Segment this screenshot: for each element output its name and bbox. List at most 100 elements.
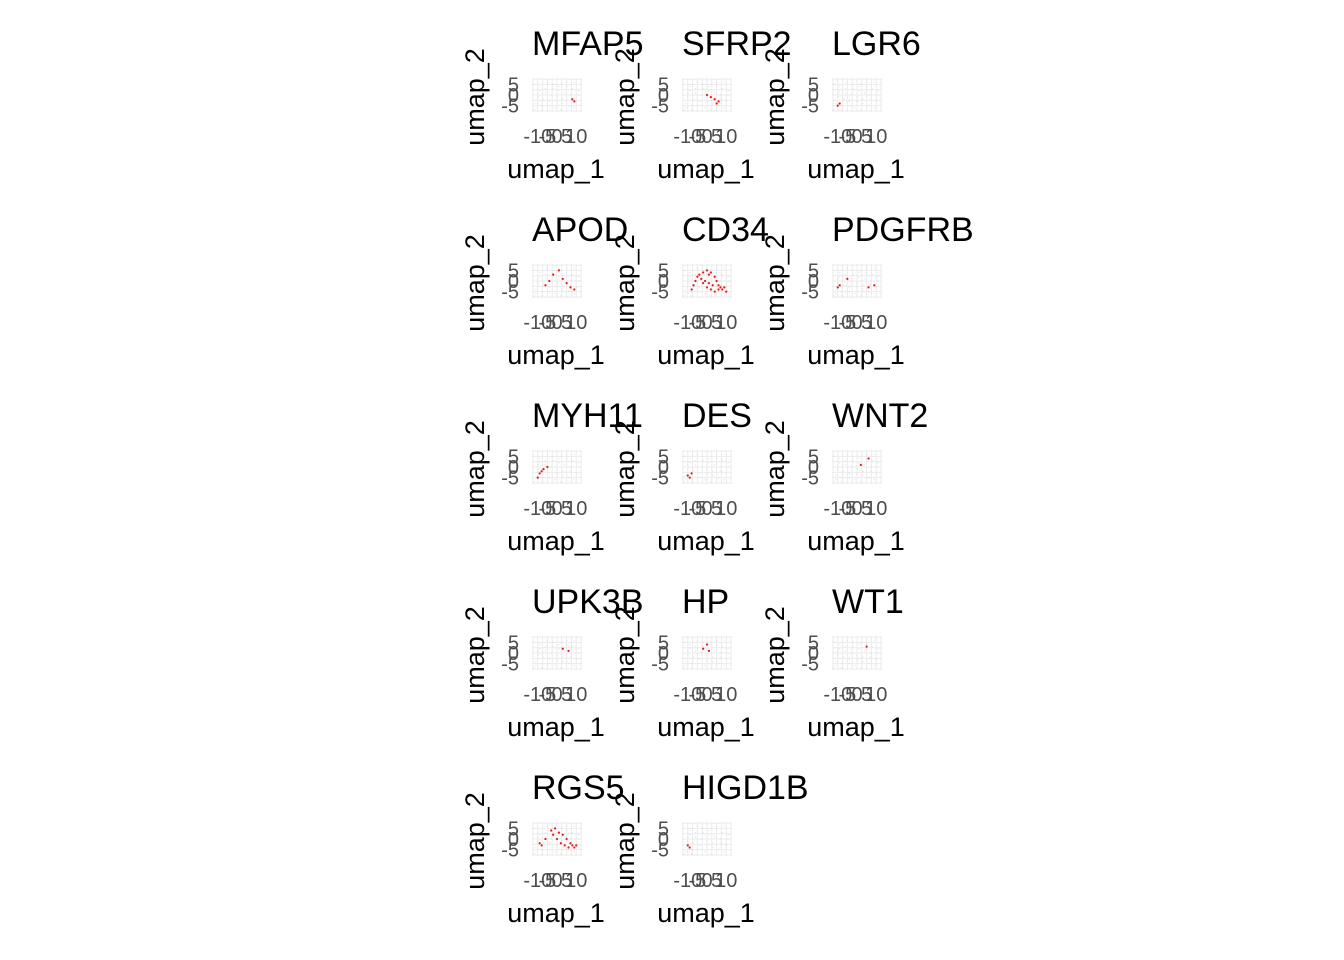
low-expression-point xyxy=(873,639,876,641)
low-expression-point xyxy=(573,453,576,455)
low-expression-point xyxy=(550,94,552,96)
low-expression-point xyxy=(723,825,726,827)
y-tick-label: 0 xyxy=(808,271,819,293)
low-expression-point xyxy=(538,271,541,274)
low-expression-point xyxy=(558,462,560,464)
low-expression-point xyxy=(696,453,699,455)
y-tick-label: -5 xyxy=(651,282,669,304)
low-expression-point xyxy=(858,457,860,460)
expression-point xyxy=(559,842,562,845)
low-expression-point xyxy=(838,85,841,88)
expression-point xyxy=(703,279,707,283)
low-expression-point xyxy=(556,840,558,842)
x-tick-label: 5 xyxy=(561,684,572,706)
low-expression-point xyxy=(567,848,570,851)
y-tick-label: -5 xyxy=(651,654,669,676)
x-tick-label: 5 xyxy=(861,312,872,334)
low-expression-point xyxy=(688,829,691,832)
y-axis-label: umap_2 xyxy=(760,48,790,146)
low-expression-point xyxy=(690,109,693,111)
low-expression-point xyxy=(562,660,564,663)
low-expression-point xyxy=(538,462,541,464)
y-tick-label: 5 xyxy=(808,632,819,654)
low-expression-point xyxy=(562,842,564,844)
x-tick-label: -5 xyxy=(538,870,556,892)
low-expression-point xyxy=(708,648,710,650)
low-expression-point xyxy=(569,838,572,840)
x-tick-label: -10 xyxy=(673,312,702,334)
low-expression-point xyxy=(569,652,572,654)
low-expression-point xyxy=(865,639,868,641)
low-expression-point xyxy=(848,290,851,293)
low-expression-point xyxy=(685,107,687,109)
low-expression-point xyxy=(873,107,876,109)
y-tick-label: -5 xyxy=(801,282,819,304)
low-expression-point xyxy=(869,94,872,96)
expression-point xyxy=(702,647,705,650)
low-expression-point xyxy=(573,81,576,83)
expression-point xyxy=(565,282,568,285)
low-expression-point xyxy=(712,98,714,100)
low-expression-point xyxy=(573,665,576,667)
x-tick-label: 0 xyxy=(551,312,562,334)
expression-point xyxy=(569,842,572,845)
low-expression-point xyxy=(858,648,860,650)
low-expression-point xyxy=(538,276,541,278)
low-expression-point xyxy=(573,479,576,481)
low-expression-point xyxy=(571,273,574,276)
panel-title: LGR6 xyxy=(832,25,921,63)
low-expression-point xyxy=(856,96,858,98)
expression-point xyxy=(548,279,551,283)
low-expression-point xyxy=(683,641,685,644)
low-expression-point xyxy=(865,457,868,460)
expression-point xyxy=(867,286,870,289)
y-axis-label: umap_2 xyxy=(760,606,790,704)
low-expression-point xyxy=(569,466,572,468)
low-expression-point xyxy=(715,639,718,641)
y-tick-label: 5 xyxy=(658,632,669,654)
x-tick-label: 10 xyxy=(865,312,887,334)
low-expression-point xyxy=(577,90,579,92)
low-expression-point xyxy=(873,665,876,667)
low-expression-point xyxy=(838,648,841,650)
low-expression-point xyxy=(712,656,714,658)
low-expression-point xyxy=(725,844,727,847)
low-expression-point xyxy=(833,109,835,111)
y-tick-label: 0 xyxy=(808,457,819,479)
low-expression-point xyxy=(723,665,726,667)
low-expression-point xyxy=(862,102,864,105)
expression-point xyxy=(694,279,697,283)
low-expression-point xyxy=(835,288,837,291)
expression-point xyxy=(550,829,553,832)
x-tick-label: -5 xyxy=(838,684,856,706)
y-tick-label: 5 xyxy=(658,74,669,96)
low-expression-point xyxy=(571,831,574,834)
low-expression-point xyxy=(550,466,552,468)
expression-point xyxy=(713,98,716,101)
expression-point xyxy=(836,104,839,107)
y-tick-label: 5 xyxy=(808,260,819,282)
y-tick-label: -5 xyxy=(501,840,519,862)
low-expression-point xyxy=(538,643,541,646)
panel-title: DES xyxy=(682,397,752,435)
expression-point xyxy=(561,833,564,836)
expression-point xyxy=(552,273,555,276)
low-expression-point xyxy=(558,85,560,88)
x-axis-label: umap_1 xyxy=(507,526,605,556)
low-expression-point xyxy=(725,100,727,103)
expression-point xyxy=(565,837,568,841)
x-tick-label: -5 xyxy=(688,126,706,148)
x-tick-label: 0 xyxy=(851,498,862,520)
low-expression-point xyxy=(577,276,579,278)
low-expression-point xyxy=(690,662,693,665)
low-expression-point xyxy=(860,481,862,483)
low-expression-point xyxy=(710,641,712,644)
low-expression-point xyxy=(862,474,864,477)
low-expression-point xyxy=(690,481,693,483)
y-tick-label: 0 xyxy=(658,829,669,851)
low-expression-point xyxy=(540,667,543,669)
panel-title: HP xyxy=(682,583,729,621)
low-expression-point xyxy=(696,81,699,83)
